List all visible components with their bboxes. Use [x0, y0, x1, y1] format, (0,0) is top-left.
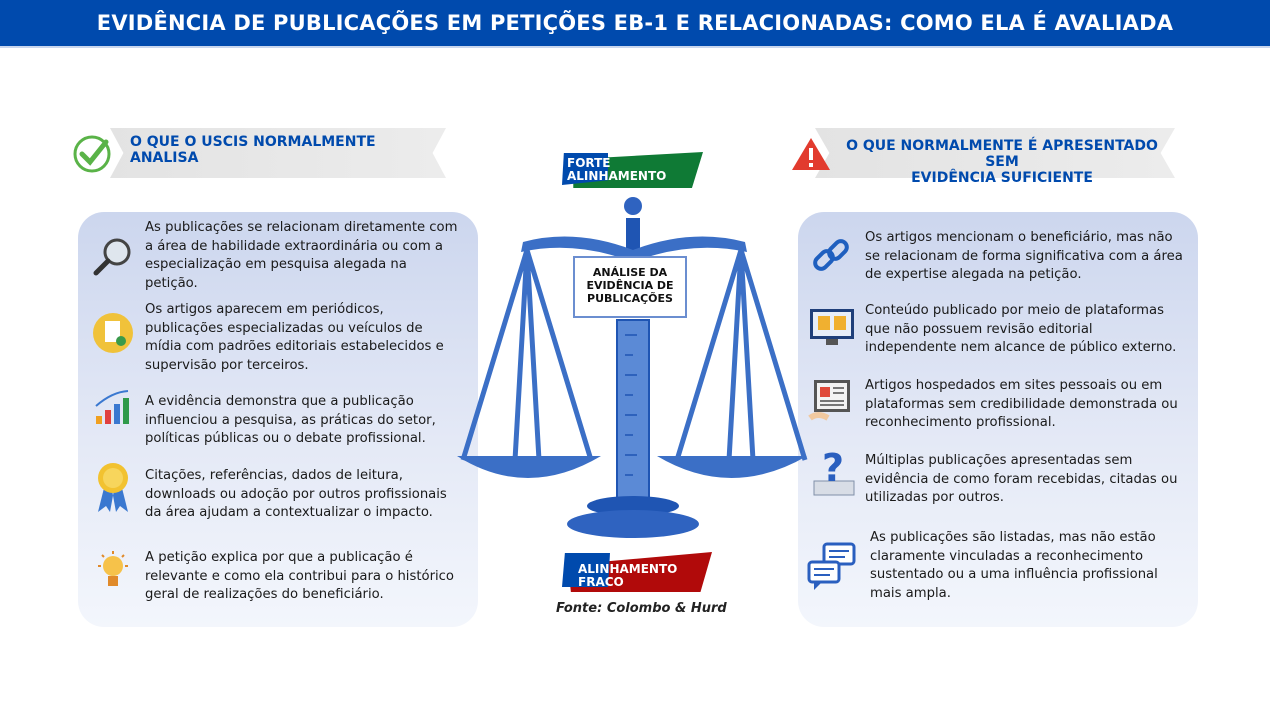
check-circle-icon	[73, 135, 111, 173]
right-heading: O QUE NORMALMENTE É APRESENTADO SEM	[846, 138, 1158, 170]
online-platform-icon	[810, 309, 854, 345]
list-item: As publicações se relacionam diretamente…	[145, 220, 458, 291]
left-heading-line2: ANALISA	[130, 150, 199, 166]
list-item: As publicações são listadas, mas não est…	[870, 530, 1158, 601]
weak-alignment-label-2: FRACO	[578, 575, 624, 589]
left-heading-banner	[110, 128, 446, 178]
balance-scale-illustration	[457, 197, 808, 538]
lightbulb-icon	[98, 551, 128, 586]
weak-alignment-tag-accent	[562, 553, 610, 587]
verified-document-icon	[93, 313, 133, 353]
award-medal-icon	[98, 463, 128, 512]
link-icon	[813, 239, 849, 271]
sign-line: EVIDÊNCIA DE	[586, 279, 674, 292]
newspaper-icon	[808, 380, 850, 421]
uscis-analysis-panel	[78, 212, 478, 627]
warning-icon	[792, 138, 830, 170]
source-caption: Fonte: Colombo & Hurd	[556, 601, 727, 616]
right-heading-banner	[815, 128, 1175, 178]
chat-bubbles-icon	[807, 542, 856, 590]
left-heading: O QUE O USCIS NORMALMENTE	[130, 134, 376, 150]
sign-line: ANÁLISE DA	[592, 266, 668, 279]
sign-line: PUBLICAÇÕES	[587, 292, 673, 305]
question-papers-icon: ?	[813, 446, 855, 496]
right-heading-line2: EVIDÊNCIA SUFICIENTE	[911, 170, 1093, 186]
list-item: Múltiplas publicações apresentadas sem e…	[865, 453, 1178, 506]
list-item: A petição explica por que a publicação é…	[145, 550, 454, 603]
strong-alignment-label: FORTE	[567, 156, 611, 170]
strong-alignment-tag-accent	[562, 153, 608, 185]
list-item: A evidência demonstra que a publicação i…	[145, 394, 436, 447]
svg-text:?: ?	[822, 446, 844, 490]
list-item: Os artigos mencionam o beneficiário, mas…	[865, 230, 1183, 283]
growth-chart-icon	[95, 390, 129, 424]
list-item: Artigos hospedados em sites pessoais ou …	[865, 378, 1178, 431]
list-item: Citações, referências, dados de leitura,…	[145, 468, 447, 521]
weak-alignment-label: ALINHAMENTO	[578, 562, 678, 576]
insufficient-evidence-panel	[798, 212, 1198, 627]
analysis-sign: ANÁLISE DA EVIDÊNCIA DE PUBLICAÇÕES	[573, 256, 687, 318]
magnifier-icon	[93, 238, 131, 276]
list-item: Conteúdo publicado por meio de plataform…	[865, 303, 1177, 356]
list-item: Os artigos aparecem em periódicos, publi…	[145, 302, 444, 373]
strong-alignment-label-2: ALINHAMENTO	[567, 169, 667, 183]
page-title: EVIDÊNCIA DE PUBLICAÇÕES EM PETIÇÕES EB-…	[0, 0, 1270, 48]
